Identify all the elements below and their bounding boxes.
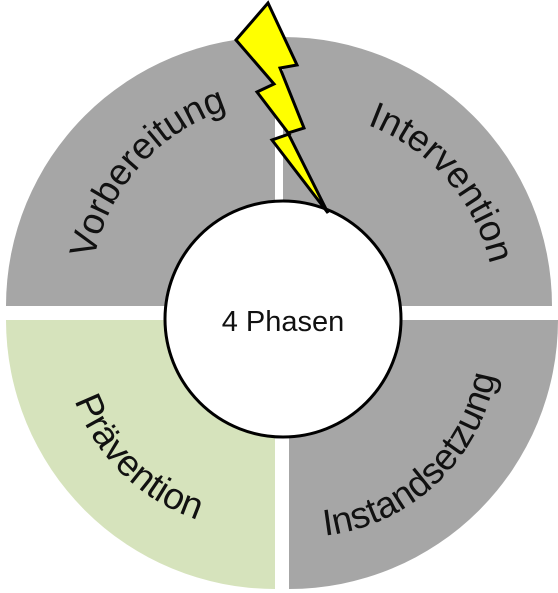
- center-circle: [163, 199, 403, 439]
- lightning-bolt-icon: [234, 0, 330, 214]
- center-label: 4 Phasen: [222, 306, 345, 338]
